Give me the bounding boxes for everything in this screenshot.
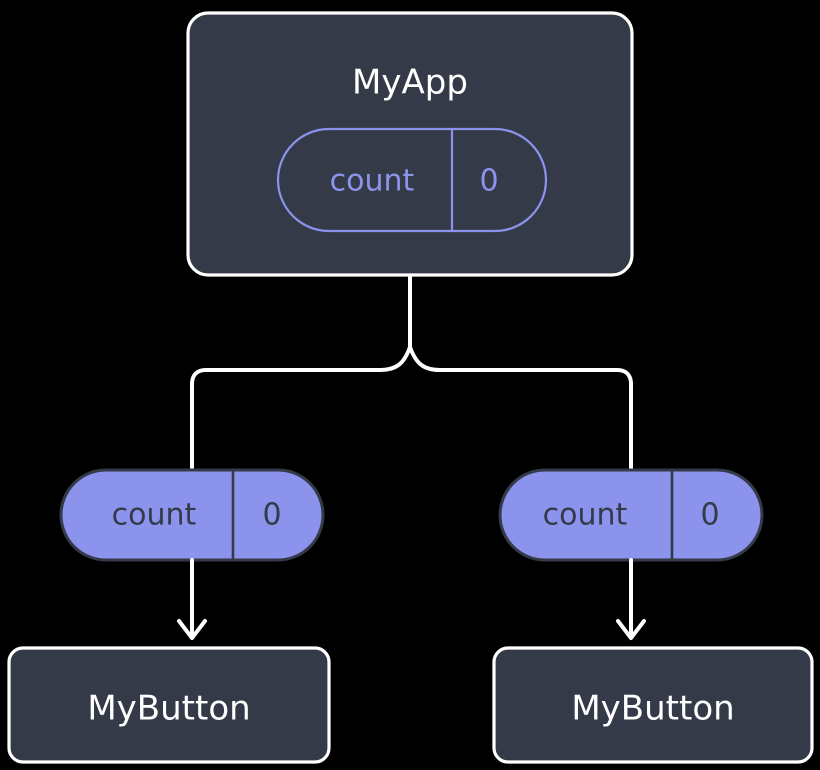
node-mybutton-right[interactable]: MyButton (492, 646, 814, 764)
node-mybutton-left-border (7, 646, 331, 764)
node-myapp-border (186, 11, 634, 277)
state-pill-root-outline (276, 127, 548, 233)
state-pill-root[interactable]: count 0 (276, 127, 548, 233)
state-pill-right[interactable]: count 0 (498, 468, 764, 562)
node-mybutton-left[interactable]: MyButton (7, 646, 331, 764)
arrow-left-pill-to-button (177, 558, 207, 640)
arrow-right-pill-to-button (616, 558, 646, 640)
state-pill-right-key: count (543, 498, 628, 533)
state-pill-left-key: count (112, 498, 197, 533)
node-mybutton-right-border (492, 646, 814, 764)
arrow-right-head (616, 619, 646, 640)
state-pill-right-shape (498, 468, 764, 562)
connector-fork-right (408, 345, 633, 472)
connector-group (190, 274, 633, 472)
state-pill-left-value: 0 (262, 498, 281, 533)
state-pill-left[interactable]: count 0 (59, 468, 325, 562)
branch-left: count 0 MyButton (7, 468, 331, 764)
state-pill-right-value: 0 (700, 498, 719, 533)
node-mybutton-left-label: MyButton (87, 689, 250, 729)
node-mybutton-right-label: MyButton (571, 689, 734, 729)
state-pill-root-key: count (330, 164, 415, 199)
node-myapp[interactable]: MyApp count 0 (186, 11, 634, 277)
branch-right: count 0 MyButton (492, 468, 814, 764)
state-pill-root-value: 0 (479, 164, 498, 199)
node-mybutton-left-fill (9, 648, 329, 762)
connector-fork-left (190, 345, 412, 472)
arrow-left-head (177, 619, 207, 640)
node-mybutton-right-fill (494, 648, 812, 762)
node-myapp-fill (188, 13, 632, 275)
node-myapp-label: MyApp (352, 63, 468, 103)
